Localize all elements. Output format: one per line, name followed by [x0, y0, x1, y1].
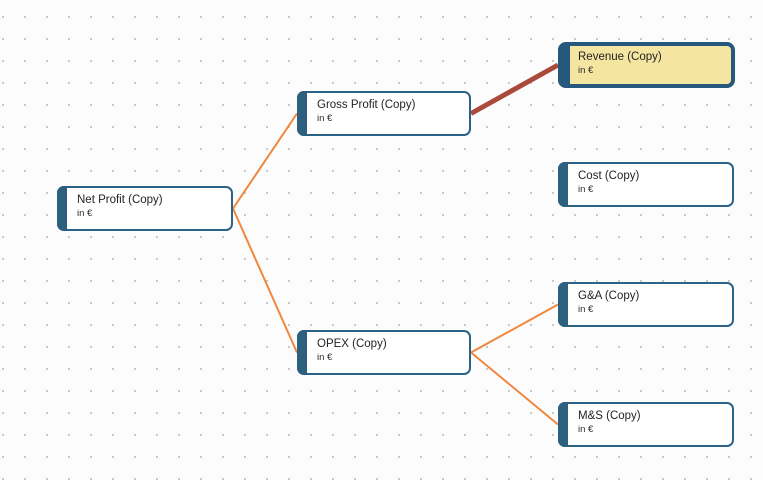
node-text: OPEX (Copy) in €: [317, 337, 463, 364]
node-title: Revenue (Copy): [578, 51, 662, 63]
node-accent-bar: [297, 330, 307, 375]
node-title: M&S (Copy): [578, 410, 641, 422]
node-accent-bar: [297, 91, 307, 136]
node-unit: in €: [77, 208, 93, 219]
node-accent-bar: [57, 186, 67, 231]
node-text: G&A (Copy) in €: [578, 289, 726, 316]
node-unit: in €: [578, 184, 594, 195]
node-accent-bar: [558, 282, 568, 327]
node-accent-bar: [558, 42, 570, 88]
node-text: Net Profit (Copy) in €: [77, 193, 225, 220]
node-title: Cost (Copy): [578, 170, 640, 182]
node-ga[interactable]: G&A (Copy) in €: [558, 282, 734, 327]
node-net-profit[interactable]: Net Profit (Copy) in €: [57, 186, 233, 231]
node-text: M&S (Copy) in €: [578, 409, 726, 436]
node-accent-bar: [558, 162, 568, 207]
node-text: Revenue (Copy) in €: [578, 50, 725, 77]
edge-gross-profit-revenue[interactable]: [469, 62, 560, 116]
edge-opex-ms[interactable]: [470, 351, 559, 426]
node-title: G&A (Copy): [578, 290, 640, 302]
node-unit: in €: [578, 424, 594, 435]
node-text: Gross Profit (Copy) in €: [317, 98, 463, 125]
node-ms[interactable]: M&S (Copy) in €: [558, 402, 734, 447]
node-opex[interactable]: OPEX (Copy) in €: [297, 330, 471, 375]
node-accent-bar: [558, 402, 568, 447]
node-unit: in €: [578, 65, 594, 76]
node-gross-profit[interactable]: Gross Profit (Copy) in €: [297, 91, 471, 136]
node-title: OPEX (Copy): [317, 338, 387, 350]
node-unit: in €: [317, 113, 333, 124]
node-unit: in €: [317, 352, 333, 363]
edge-net-profit-gross-profit[interactable]: [232, 112, 298, 210]
node-cost[interactable]: Cost (Copy) in €: [558, 162, 734, 207]
edge-net-profit-opex[interactable]: [232, 208, 298, 353]
edge-opex-ga[interactable]: [470, 303, 559, 354]
node-revenue[interactable]: Revenue (Copy) in €: [558, 42, 735, 88]
node-title: Net Profit (Copy): [77, 194, 163, 206]
node-text: Cost (Copy) in €: [578, 169, 726, 196]
node-title: Gross Profit (Copy): [317, 99, 416, 111]
node-unit: in €: [578, 304, 594, 315]
